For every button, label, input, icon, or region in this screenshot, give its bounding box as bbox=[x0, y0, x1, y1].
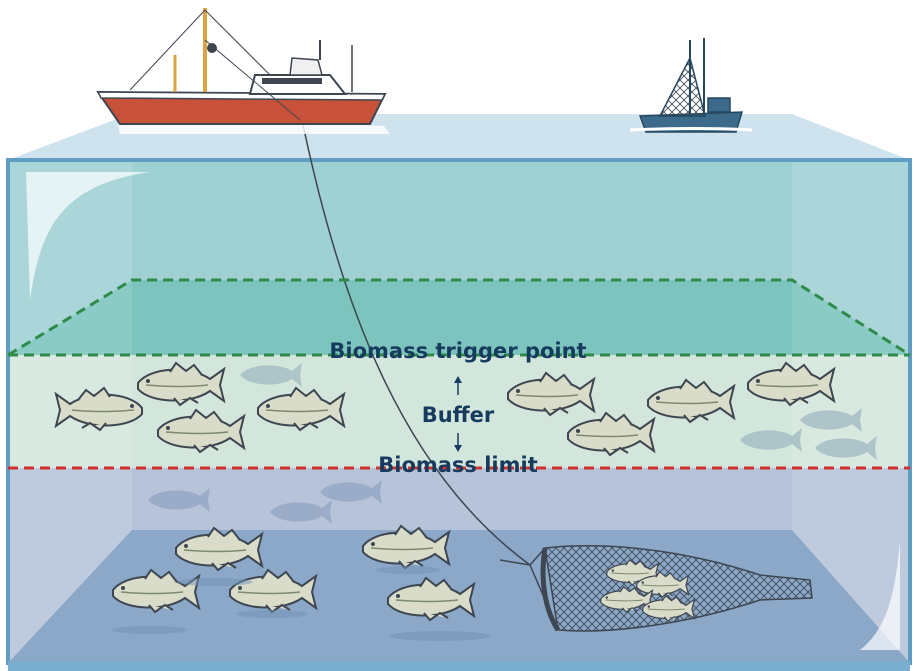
fish-shadow bbox=[376, 566, 440, 574]
buffer-label: Buffer bbox=[422, 405, 495, 426]
tank-base bbox=[8, 661, 910, 671]
fishing-boat-icon bbox=[630, 38, 752, 132]
fish-shadow bbox=[177, 578, 253, 586]
fish-shadow bbox=[390, 631, 490, 641]
biomass-trigger-label: Biomass trigger point bbox=[329, 341, 586, 362]
trawler-boat-icon bbox=[98, 8, 390, 134]
fish-shadow bbox=[112, 626, 188, 634]
fish-shadow bbox=[236, 610, 308, 618]
biomass-limit-label: Biomass limit bbox=[378, 455, 538, 476]
